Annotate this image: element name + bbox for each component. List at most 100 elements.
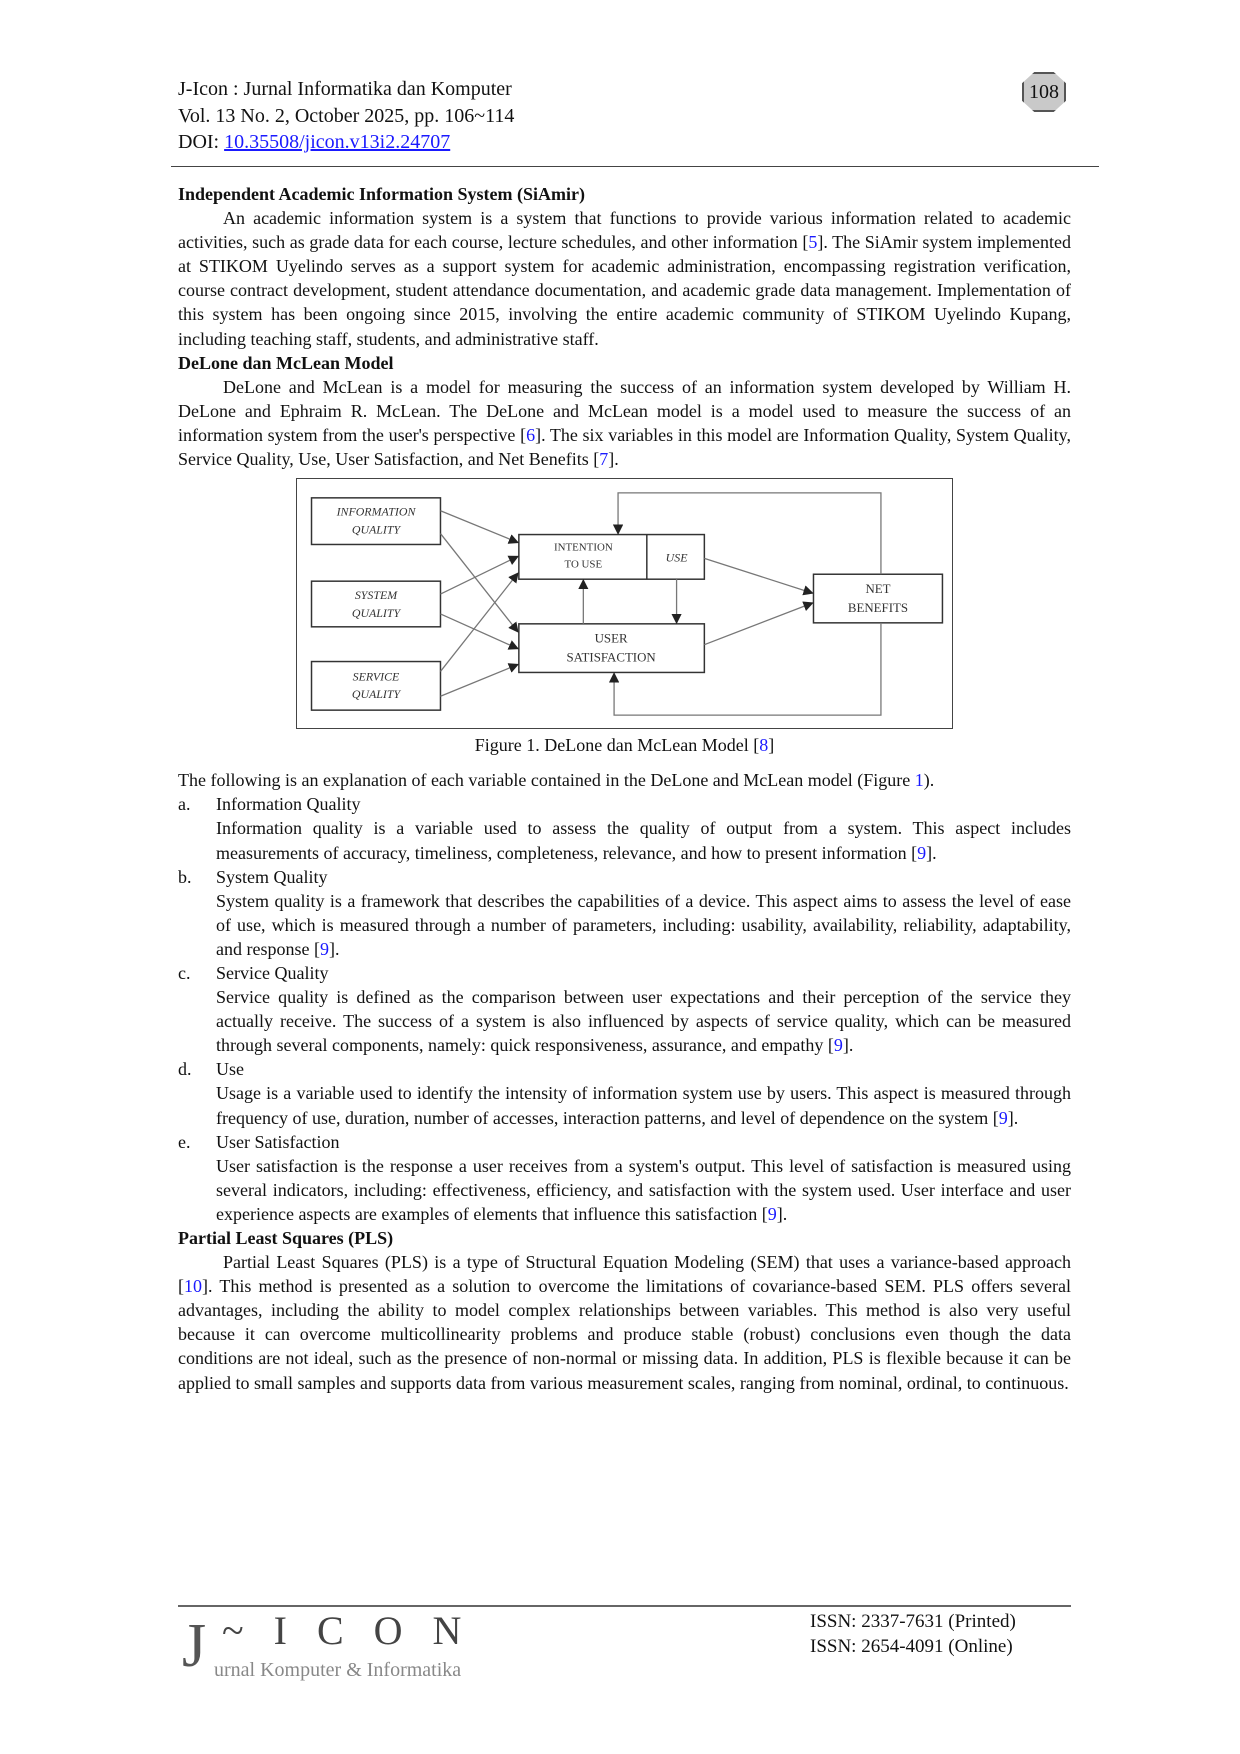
text-segment: ]. The six variables in this model are I… — [178, 424, 1071, 470]
doi-line: DOI: 10.35508/jicon.v13i2.24707 — [178, 129, 514, 156]
running-header: J-Icon : Jurnal Informatika dan Komputer… — [178, 76, 514, 156]
paragraph-pls: Partial Least Squares (PLS) is a type of… — [178, 1250, 1071, 1395]
label-quality: QUALITY — [352, 687, 402, 701]
citation-link[interactable]: 9 — [998, 1107, 1008, 1128]
text-segment: System quality is a framework that descr… — [216, 890, 1071, 959]
label-intention: INTENTION — [554, 542, 613, 554]
list-item-body: Information quality is a variable used t… — [216, 816, 1071, 864]
text-segment: User satisfaction is the response a user… — [216, 1155, 1071, 1224]
list-item-title: User Satisfaction — [216, 1131, 340, 1152]
text-segment: ]. The SiAmir system implemented at STIK… — [178, 232, 1071, 349]
citation-link[interactable]: 10 — [184, 1276, 202, 1297]
section-heading-pls: Partial Least Squares (PLS) — [178, 1228, 394, 1248]
doi-label: DOI: — [178, 131, 225, 153]
text-segment: ]. — [608, 449, 619, 470]
text-segment: ]. — [842, 1035, 854, 1056]
logo-icon-letters: ~ICON — [222, 1610, 491, 1653]
page-number-badge: 108 — [1022, 72, 1066, 112]
list-marker: b. — [178, 866, 192, 887]
volume-info: Vol. 13 No. 2, October 2025, pp. 106~114 — [178, 104, 515, 127]
text-segment: Information quality is a variable used t… — [216, 818, 1071, 863]
label-quality: QUALITY — [352, 523, 402, 537]
citation-link[interactable]: 9 — [917, 842, 927, 863]
list-item-body: Service quality is defined as the compar… — [216, 985, 1071, 1057]
text-segment: An academic information system is a syst… — [178, 208, 1071, 253]
list-marker: c. — [178, 962, 191, 983]
list-item-title: Service Quality — [216, 962, 329, 983]
text-segment: ). — [923, 770, 935, 791]
issn-online: ISSN: 2654-4091 (Online) — [810, 1636, 1013, 1657]
text-segment: ]. — [1007, 1107, 1019, 1128]
box-service-quality — [310, 660, 442, 712]
label-user: USER — [595, 632, 628, 646]
text-segment: Partial Least Squares (PLS) is a type of… — [178, 1252, 1071, 1297]
caption-text: ] — [768, 735, 775, 756]
list-item-title: Use — [216, 1059, 244, 1080]
paragraph-explanation: The following is an explanation of each … — [178, 768, 1071, 792]
label-quality: QUALITY — [352, 606, 402, 620]
issn-print: ISSN: 2337-7631 (Printed) — [810, 1611, 1016, 1632]
article-body: Independent Academic Information System … — [178, 182, 1071, 1395]
list-marker: a. — [178, 794, 191, 815]
footer-divider — [178, 1605, 1071, 1607]
text-segment: ]. — [328, 938, 340, 959]
journal-logo: J ~ICON urnal Komputer & Informatika — [182, 1610, 491, 1681]
citation-link[interactable]: 9 — [319, 938, 329, 959]
text-segment: Usage is a variable used to identify the… — [216, 1083, 1071, 1128]
label-information: INFORMATION — [336, 505, 417, 519]
issn-block: ISSN: 2337-7631 (Printed) ISSN: 2654-409… — [810, 1609, 1016, 1659]
box-information-quality — [310, 497, 442, 546]
paragraph-siamir: An academic information system is a syst… — [178, 206, 1071, 351]
citation-link[interactable]: 9 — [767, 1203, 777, 1224]
list-item-title: System Quality — [216, 866, 328, 887]
text-segment: ]. — [776, 1203, 788, 1224]
caption-text: Figure 1. DeLone dan McLean Model [ — [474, 735, 760, 756]
text-segment: Service quality is defined as the compar… — [216, 987, 1071, 1056]
paragraph-delone: DeLone and McLean is a model for measuri… — [178, 375, 1071, 471]
label-system: SYSTEM — [355, 588, 398, 602]
label-service: SERVICE — [353, 670, 400, 684]
citation-link[interactable]: 7 — [599, 449, 609, 470]
citation-link[interactable]: 6 — [526, 424, 536, 445]
box-net-benefits — [812, 573, 944, 624]
citation-link[interactable]: 1 — [914, 770, 924, 791]
citation-link[interactable]: 9 — [833, 1035, 843, 1056]
text-segment: The following is an explanation of each … — [178, 770, 915, 791]
list-marker: d. — [178, 1059, 192, 1080]
list-item-title: Information Quality — [216, 794, 361, 815]
doi-link[interactable]: 10.35508/jicon.v13i2.24707 — [224, 131, 451, 153]
label-net: NET — [865, 582, 890, 596]
figure-delone-mclean-model: INFORMATION QUALITY SYSTEM QUALITY SERVI… — [296, 478, 953, 730]
label-satisfaction: SATISFACTION — [567, 651, 656, 665]
box-intention-use — [518, 533, 706, 581]
figure-caption: Figure 1. DeLone dan McLean Model [8] — [178, 733, 1071, 757]
citation-link[interactable]: 8 — [759, 735, 769, 756]
label-benefits: BENEFITS — [848, 601, 908, 615]
list-marker: e. — [178, 1131, 191, 1152]
list-item-body: Usage is a variable used to identify the… — [216, 1081, 1071, 1129]
box-system-quality — [310, 580, 442, 628]
list-item-body: System quality is a framework that descr… — [216, 889, 1071, 961]
section-heading-delone: DeLone dan McLean Model — [178, 352, 394, 373]
logo-subtitle: urnal Komputer & Informatika — [214, 1659, 461, 1681]
label-to-use: TO USE — [564, 558, 602, 570]
section-heading-siamir: Independent Academic Information System … — [178, 184, 585, 204]
text-segment: DeLone and McLean is a model for measuri… — [178, 376, 1071, 445]
model-diagram: INFORMATION QUALITY SYSTEM QUALITY SERVI… — [310, 492, 944, 716]
text-segment: ]. This method is presented as a solutio… — [178, 1276, 1071, 1393]
label-use: USE — [666, 550, 689, 564]
text-segment: ]. — [926, 842, 937, 863]
citation-link[interactable]: 5 — [808, 232, 818, 253]
list-item-body: User satisfaction is the response a user… — [216, 1154, 1071, 1226]
arrows — [439, 492, 882, 716]
header-divider — [171, 166, 1099, 167]
journal-title: J-Icon : Jurnal Informatika dan Komputer — [178, 78, 512, 100]
box-user-satisfaction — [518, 623, 706, 674]
logo-j: J — [182, 1612, 206, 1680]
